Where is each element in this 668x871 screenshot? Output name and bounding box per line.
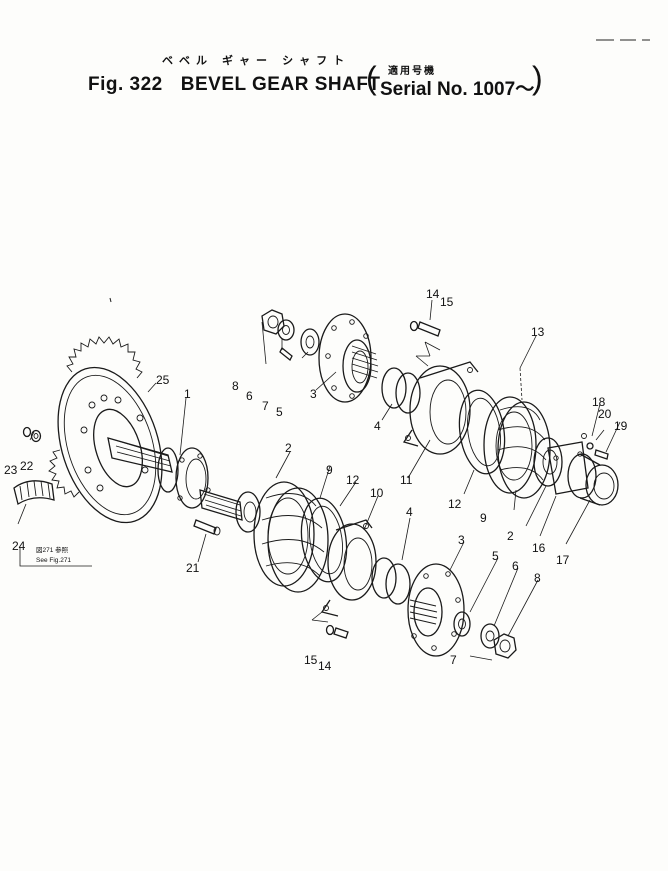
cover-16: [547, 441, 589, 495]
callout-9b: 9: [480, 511, 487, 525]
note-line-2: See Fig.271: [36, 557, 71, 564]
callout-10: 10: [370, 486, 384, 500]
lower-snap-ring-4: [371, 557, 411, 605]
lower-bolt-14-15: [311, 611, 349, 639]
callout-14a: 14: [426, 287, 440, 301]
callout-15a: 15: [440, 295, 454, 309]
callout-3b: 3: [458, 533, 465, 547]
bolt-washer-18-19-20: [581, 433, 609, 460]
callout-25: 25: [156, 373, 170, 387]
upper-pin-7: [279, 346, 293, 362]
callout-14b: 14: [318, 659, 332, 673]
upper-bolt-14-15: [409, 320, 441, 367]
lower-washer-5: [453, 611, 471, 637]
upper-drum-9-13: [483, 367, 551, 499]
callout-17: 17: [556, 553, 570, 567]
callout-13: 13: [531, 325, 545, 339]
callout-7a: 7: [262, 399, 269, 413]
callout-9a: 9: [326, 463, 333, 477]
upper-washer-6: [277, 319, 295, 341]
callout-3a: 3: [310, 387, 317, 401]
figure-name: BEVEL GEAR SHAFT: [180, 74, 381, 95]
close-paren-glyph: ): [532, 60, 543, 96]
callout-20: 20: [598, 407, 612, 421]
japanese-applicable-label: 適用号機: [388, 66, 436, 77]
japanese-title: ベベル ギャー シャフト: [162, 55, 351, 67]
callout-1: 1: [184, 387, 191, 401]
cap-17: [567, 453, 619, 506]
lower-washer-6: [480, 623, 500, 649]
callout-22: 22: [20, 459, 34, 473]
lower-shim-12: [300, 497, 348, 583]
bevel-gear-shaft: [107, 437, 243, 521]
lower-housing-10: [320, 519, 377, 617]
ring-gear: [48, 336, 163, 524]
callout-7b: 7: [450, 653, 457, 667]
callout-5b: 5: [492, 549, 499, 563]
callout-12a: 12: [346, 473, 360, 487]
callout-8b: 8: [534, 571, 541, 585]
note-bracket: [19, 548, 92, 567]
bearing-cage-24: [13, 480, 55, 506]
callout-23: 23: [4, 463, 18, 477]
note-line-1: 図271 参照: [36, 545, 69, 554]
lower-pin-7: [469, 655, 493, 661]
callout-5a: 5: [276, 405, 283, 419]
corner-dash-mark: [596, 39, 650, 41]
upper-snap-ring-4: [381, 367, 421, 414]
upper-shim-12: [458, 389, 506, 475]
nut-and-washer-22-23: [22, 426, 42, 443]
serial-number: Serial No. 1007～: [380, 79, 535, 100]
figure-number: Fig. 322: [88, 74, 163, 95]
callout-16: 16: [532, 541, 546, 555]
callout-6b: 6: [512, 559, 519, 573]
callout-4a: 4: [374, 419, 381, 433]
upper-bearing-2: [533, 437, 563, 487]
callout-2b: 2: [507, 529, 514, 543]
callout-4b: 4: [406, 505, 413, 519]
callout-21: 21: [186, 561, 200, 575]
callout-11: 11: [400, 473, 413, 487]
callout-19: 19: [614, 419, 628, 433]
housing-11: [402, 361, 479, 455]
callout-6a: 6: [246, 389, 253, 403]
upper-flange-3: [318, 313, 379, 403]
bolt-21: [193, 519, 221, 536]
callout-8a: 8: [232, 379, 239, 393]
figure-title: Fig. 322 BEVEL GEAR SHAFT: [88, 74, 381, 96]
callout-leaders: [17, 299, 621, 637]
lower-bearing-2: [235, 491, 261, 533]
callout-12b: 12: [448, 497, 462, 511]
callout-2a: 2: [285, 441, 292, 455]
open-paren-glyph: (: [366, 60, 377, 96]
callout-15b: 15: [304, 653, 318, 667]
lower-flange-3: [407, 563, 465, 657]
upper-washer-5: [300, 328, 320, 356]
callout-24: 24: [12, 539, 26, 553]
stray-mark: [109, 297, 112, 303]
lower-drum-9: [253, 481, 329, 593]
lower-nut-8: [493, 633, 517, 659]
callout-18: 18: [592, 395, 606, 409]
